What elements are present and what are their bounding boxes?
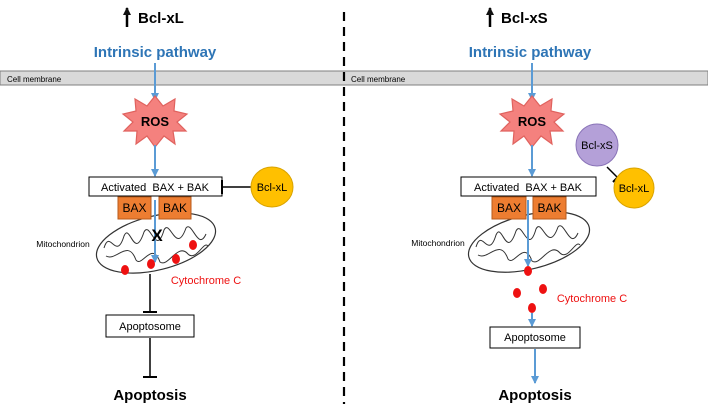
left-bak-box bbox=[158, 196, 192, 220]
right-mitochondrion-label: Mitochondrion bbox=[411, 238, 465, 248]
right-bak-label: BAK bbox=[537, 201, 561, 215]
right-ros-label: ROS bbox=[518, 114, 547, 129]
left-outcome-label: Apoptosis bbox=[113, 387, 186, 404]
left-apoptosome-box bbox=[105, 314, 195, 338]
left-bax-box bbox=[117, 196, 152, 220]
cytochrome-dot bbox=[147, 259, 155, 269]
left-blocked-mark: X bbox=[151, 226, 163, 245]
right-apoptosome-box bbox=[489, 326, 581, 349]
right-inhibit-line bbox=[606, 166, 618, 178]
left-cytochrome-label: Cytochrome C bbox=[171, 275, 241, 287]
right-outcome-label: Apoptosis bbox=[498, 387, 571, 404]
right-apoptosome-label: Apoptosome bbox=[504, 332, 566, 344]
left-activated-label: Activated BAX + BAK bbox=[101, 182, 210, 194]
left-membrane-label: Cell membrane bbox=[7, 75, 62, 84]
right-pathway-label: Intrinsic pathway bbox=[469, 44, 592, 61]
cytochrome-dot bbox=[172, 254, 180, 264]
left-bax-label: BAX bbox=[122, 201, 146, 215]
right-bclxl-label: Bcl-xL bbox=[619, 183, 650, 195]
right-membrane-label: Cell membrane bbox=[351, 75, 406, 84]
left-mitochondrion-label: Mitochondrion bbox=[36, 239, 90, 249]
right-panel: Bcl-xS Intrinsic pathway Cell membrane R… bbox=[351, 7, 655, 404]
right-activated-box bbox=[460, 176, 597, 197]
cytochrome-dot bbox=[528, 303, 536, 313]
right-activated-label: Activated BAX + BAK bbox=[474, 182, 583, 194]
left-panel: Bcl-xL Intrinsic pathway Cell membrane R… bbox=[7, 7, 294, 404]
right-bclxl-circle bbox=[613, 167, 655, 209]
cytochrome-dot bbox=[539, 284, 547, 294]
left-header: Bcl-xL bbox=[138, 10, 184, 27]
cytochrome-dot bbox=[189, 240, 197, 250]
right-bclxs-circle bbox=[575, 123, 619, 167]
left-apoptosome-label: Apoptosome bbox=[119, 321, 181, 333]
left-bclxl-label: Bcl-xL bbox=[257, 182, 288, 194]
right-bax-box bbox=[491, 196, 527, 220]
right-bax-label: BAX bbox=[497, 201, 521, 215]
left-ros-label: ROS bbox=[141, 114, 170, 129]
right-bclxs-label: Bcl-xS bbox=[581, 140, 613, 152]
left-bclxl-circle bbox=[250, 166, 294, 208]
left-bak-label: BAK bbox=[163, 201, 187, 215]
cytochrome-dot bbox=[121, 265, 129, 275]
right-cytochrome-label: Cytochrome C bbox=[557, 293, 627, 305]
left-pathway-label: Intrinsic pathway bbox=[94, 44, 217, 61]
cytochrome-dot bbox=[513, 288, 521, 298]
right-bak-box bbox=[532, 196, 567, 220]
cytochrome-dot bbox=[524, 266, 532, 276]
right-header: Bcl-xS bbox=[501, 10, 548, 27]
